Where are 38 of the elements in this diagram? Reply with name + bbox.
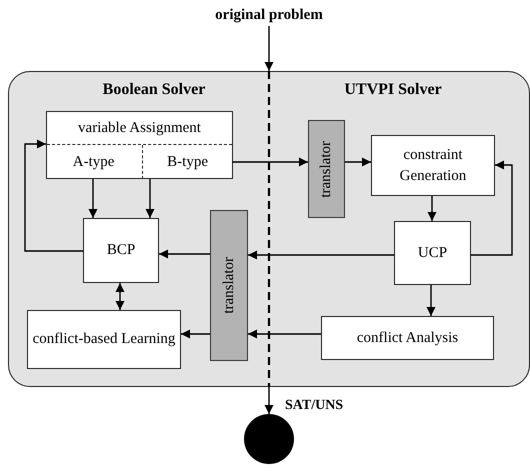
arrow: [248, 330, 321, 338]
arrow: [232, 158, 308, 166]
process-box: [27, 310, 181, 369]
box-label: BCP: [106, 241, 136, 260]
panel-heading: UTVPI Solver: [344, 80, 442, 100]
box-label: conflict-based Learning: [32, 330, 176, 350]
process-box: [394, 221, 471, 285]
process-box: [83, 218, 159, 283]
translator-label: translator: [220, 257, 238, 314]
box-title: variable Assignment: [47, 112, 232, 145]
box-label: conflict Analysis: [356, 328, 458, 348]
process-box: [321, 316, 494, 360]
translator-box: [308, 120, 345, 218]
input-label-text: original problem: [215, 6, 323, 25]
arrow: [146, 179, 154, 218]
terminal-node: [244, 414, 294, 464]
arrow: [471, 160, 513, 256]
arrow: [88, 179, 98, 218]
arrow: [181, 330, 210, 338]
type-label: A-type: [72, 152, 114, 172]
solver-panel: [8, 71, 530, 387]
type-label: B-type: [167, 152, 208, 172]
box-label: UCP: [418, 244, 448, 263]
arrow: [428, 196, 436, 221]
translator-label: translator: [317, 140, 336, 198]
arrow: [24, 140, 83, 252]
arrow: [264, 26, 274, 71]
arrow: [264, 387, 274, 414]
panel-heading: Boolean Solver: [102, 80, 206, 100]
arrow: [159, 250, 210, 258]
box-label: constraint Generation: [398, 146, 468, 186]
translator-box: [210, 210, 248, 361]
arrow: [426, 285, 436, 316]
arrow: [116, 283, 124, 310]
process-box: [46, 111, 233, 179]
process-box: [371, 135, 495, 196]
arrow: [345, 158, 371, 166]
arrow: [248, 250, 394, 260]
